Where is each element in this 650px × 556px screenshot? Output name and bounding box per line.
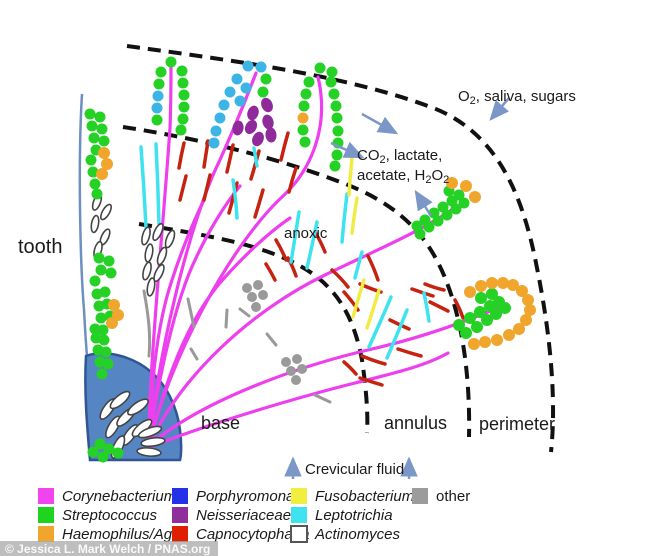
annulus-base-arc [138, 222, 370, 434]
neisseriaceae-cluster [232, 97, 277, 147]
fusobacterium-filaments [347, 156, 381, 330]
legend-swatch [291, 507, 307, 523]
leptotrichia-filaments [139, 142, 431, 360]
co2-lactate-label-line2: acetate, H2O2 [357, 167, 449, 186]
legend-item: Leptotrichia [291, 507, 393, 524]
legend-item: other [412, 488, 470, 505]
watermark: © Jessica L. Mark Welch / PNAS.org [0, 541, 218, 556]
co2-lactate-label-line1: CO2, lactate, [357, 147, 442, 166]
legend-swatch [172, 507, 188, 523]
legend-item: Fusobacterium [291, 488, 414, 505]
co2-flux-arrow-3 [414, 189, 433, 217]
flux-arrows [284, 97, 510, 479]
legend-item: Porphyromonas [172, 488, 302, 505]
actinomyces-ovals [90, 193, 176, 459]
legend-label: Fusobacterium [315, 488, 414, 505]
legend-swatch [291, 488, 307, 504]
legend-swatch [38, 507, 54, 523]
outer-arc [126, 44, 556, 453]
co2-flux-arrow-1 [361, 112, 399, 135]
legend-label: Haemophilus/Aggr. [62, 526, 189, 543]
legend: Corynebacterium Streptococcus Haemophilu… [38, 488, 470, 543]
watermark-text: © Jessica L. Mark Welch / PNAS.org [5, 542, 210, 556]
legend-item: Actinomyces [290, 525, 401, 543]
tooth-label: tooth [18, 236, 62, 258]
other-taxa-rods [142, 289, 332, 404]
legend-swatch [412, 488, 428, 504]
legend-label: Leptotrichia [315, 507, 393, 524]
annulus-zone-label: annulus [384, 413, 447, 433]
legend-item: Corynebacterium [38, 488, 176, 505]
legend-label: Actinomyces [314, 526, 401, 543]
legend-item: Streptococcus [38, 507, 158, 524]
anoxic-label: anoxic [284, 225, 328, 242]
legend-swatch [38, 488, 54, 504]
o2-saliva-sugars-label: O2, saliva, sugars [458, 88, 576, 107]
other-taxa-dots [242, 280, 307, 385]
legend-label: Capnocytophaga [196, 526, 309, 543]
legend-item: Capnocytophaga [172, 526, 309, 543]
co2-flux-arrow-2 [330, 141, 365, 159]
legend-swatch [38, 526, 54, 542]
legend-swatch [172, 488, 188, 504]
perimeter-zone-label: perimeter [479, 414, 555, 434]
crevicular-fluid-label: Crevicular fluid [305, 461, 404, 478]
legend-label: Streptococcus [62, 507, 158, 524]
porphyromonas-dots [151, 60, 267, 149]
corynebacterium-filaments [147, 61, 509, 449]
legend-swatch [290, 525, 308, 543]
legend-label: Neisseriaceae [196, 507, 291, 524]
legend-item: Haemophilus/Aggr. [38, 526, 189, 543]
base-zone-label: base [201, 413, 240, 433]
legend-label: Corynebacterium [62, 488, 176, 505]
haemophilus-dots [96, 112, 536, 350]
watermark-band [0, 541, 218, 556]
tooth-surface-line [78, 93, 89, 358]
legend-label: other [436, 488, 470, 505]
o2-influx-arrow [489, 97, 510, 121]
streptococcus-dots [84, 56, 511, 463]
legend-item: Neisseriaceae [172, 507, 291, 524]
legend-swatch [172, 526, 188, 542]
legend-label: Porphyromonas [196, 488, 302, 505]
